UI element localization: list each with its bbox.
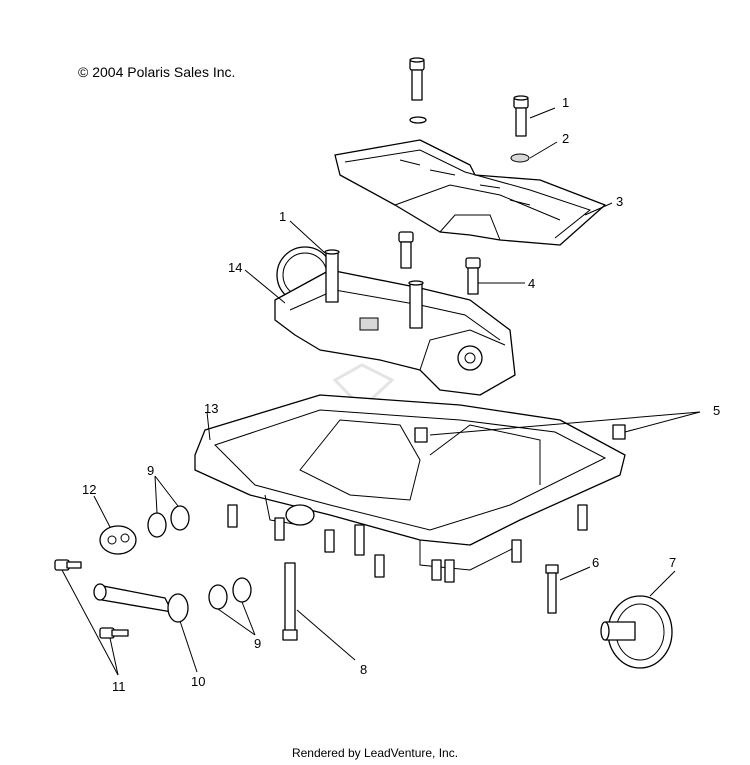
callout-12: 12 [82,482,96,497]
callout-14: 14 [228,260,242,275]
baffle-plate-part [334,139,606,246]
callout-13: 13 [204,401,218,416]
callout-7: 7 [669,555,676,570]
o-rings-upper [147,505,190,538]
top-bolt-part [409,57,427,124]
bolt-part-8 [282,562,298,641]
callout-9-lower: 9 [254,636,261,651]
pan-bolts [227,504,588,583]
callout-1-mid: 1 [279,209,286,224]
copyright-text: © 2004 Polaris Sales Inc. [78,64,236,80]
callout-10: 10 [191,674,205,689]
pickup-tube-part-10 [93,583,189,623]
callout-8: 8 [360,662,367,677]
bolt-part-1 [513,95,529,137]
oil-pump-part [274,246,516,396]
footer-credit: Rendered by LeadVenture, Inc. [291,746,459,760]
callout-11: 11 [112,679,126,694]
bolt-part-11a [54,559,82,571]
washer-part-2 [510,153,530,163]
callout-4: 4 [528,276,535,291]
callout-9-upper: 9 [147,463,154,478]
bolt-part-6 [545,564,559,614]
callout-2: 2 [562,131,569,146]
callout-3: 3 [616,194,623,209]
callout-6: 6 [592,555,599,570]
gear-part-7 [600,595,673,669]
gasket-part-12 [99,525,137,555]
callout-5: 5 [713,403,720,418]
o-rings-lower [208,577,252,610]
oil-pan-part [194,394,626,571]
leader-lines [61,107,701,676]
bolt-part-4a [398,231,414,269]
callout-1-top: 1 [562,95,569,110]
bolt-part-11b [99,627,129,639]
bolt-part-4b [465,257,481,295]
